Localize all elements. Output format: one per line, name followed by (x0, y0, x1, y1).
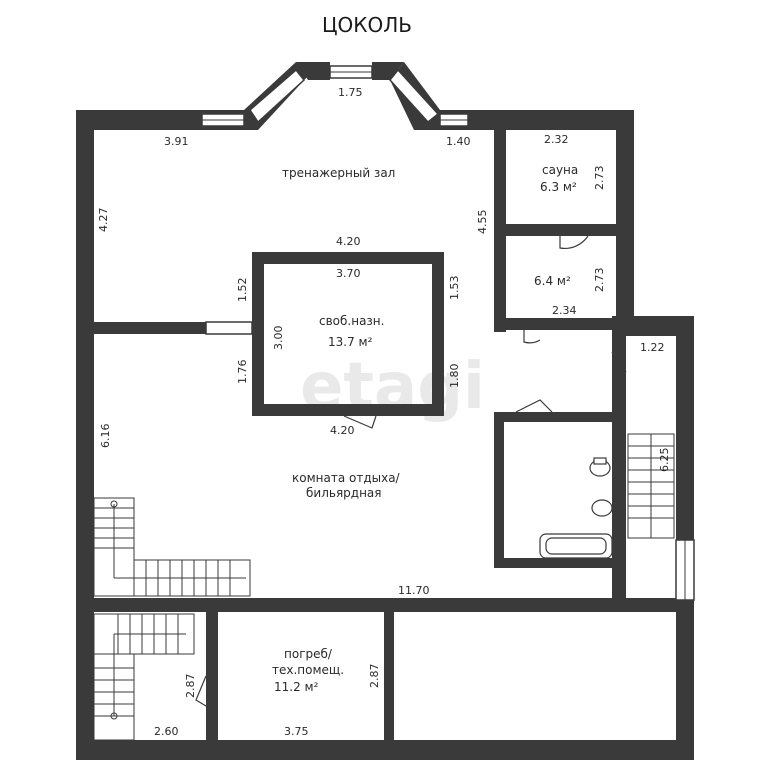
dim-label: 3.00 (272, 326, 285, 351)
room-cellar-line1: погреб/ (284, 647, 333, 661)
doors (195, 235, 627, 707)
dim-label: 1.76 (236, 360, 249, 385)
dim-label: 3.75 (284, 725, 309, 738)
dim-label: 1.80 (448, 364, 461, 389)
dim-label: 2.60 (154, 725, 179, 738)
dim-label: 2.32 (544, 133, 569, 146)
dim-label: 2.87 (368, 664, 381, 689)
dim-label: 4.27 (97, 208, 110, 233)
dim-label: 2.73 (593, 166, 606, 191)
room-sauna-name: сауна (542, 163, 578, 177)
stairs-basement (93, 613, 195, 741)
sink-icon (591, 499, 613, 517)
dim-label: 4.55 (476, 210, 489, 235)
dim-label: 6.16 (99, 424, 112, 449)
bathroom-fixtures (539, 457, 613, 559)
room-cellar-line2: тех.помещ. (272, 663, 344, 677)
dim-label: 4.20 (336, 235, 361, 248)
dim-label: 1.53 (448, 276, 461, 301)
dim-label: 3.91 (164, 135, 189, 148)
room-rest-line1: комната отдыха/ (292, 471, 401, 485)
dim-label: 1.52 (236, 278, 249, 303)
room-free-area: 13.7 м² (328, 335, 373, 349)
dim-label: 4.20 (330, 424, 355, 437)
room-rest-line2: бильярдная (306, 486, 382, 500)
dim-label: 2.73 (593, 268, 606, 293)
dim-label: 6.25 (658, 448, 671, 473)
plan-title: ЦОКОЛЬ (322, 13, 412, 37)
dim-label: 2.87 (184, 674, 197, 699)
dim-label: 3.70 (336, 267, 361, 280)
dim-label: 1.40 (446, 135, 471, 148)
room-sauna-area: 6.3 м² (540, 180, 577, 194)
room-gym-label: тренажерный зал (282, 166, 395, 180)
windows (201, 65, 695, 601)
dim-label: 2.34 (552, 304, 577, 317)
room-cellar-area: 11.2 м² (274, 680, 319, 694)
room-2-area: 6.4 м² (534, 274, 571, 288)
interior-walls (76, 110, 634, 760)
dim-label: 1.75 (338, 86, 363, 99)
dim-label: 1.22 (640, 341, 665, 354)
stairs-rest-room (93, 497, 251, 597)
stairs-annex (627, 433, 675, 539)
room-free-name: своб.назн. (319, 314, 384, 328)
dim-label: 11.70 (398, 584, 430, 597)
